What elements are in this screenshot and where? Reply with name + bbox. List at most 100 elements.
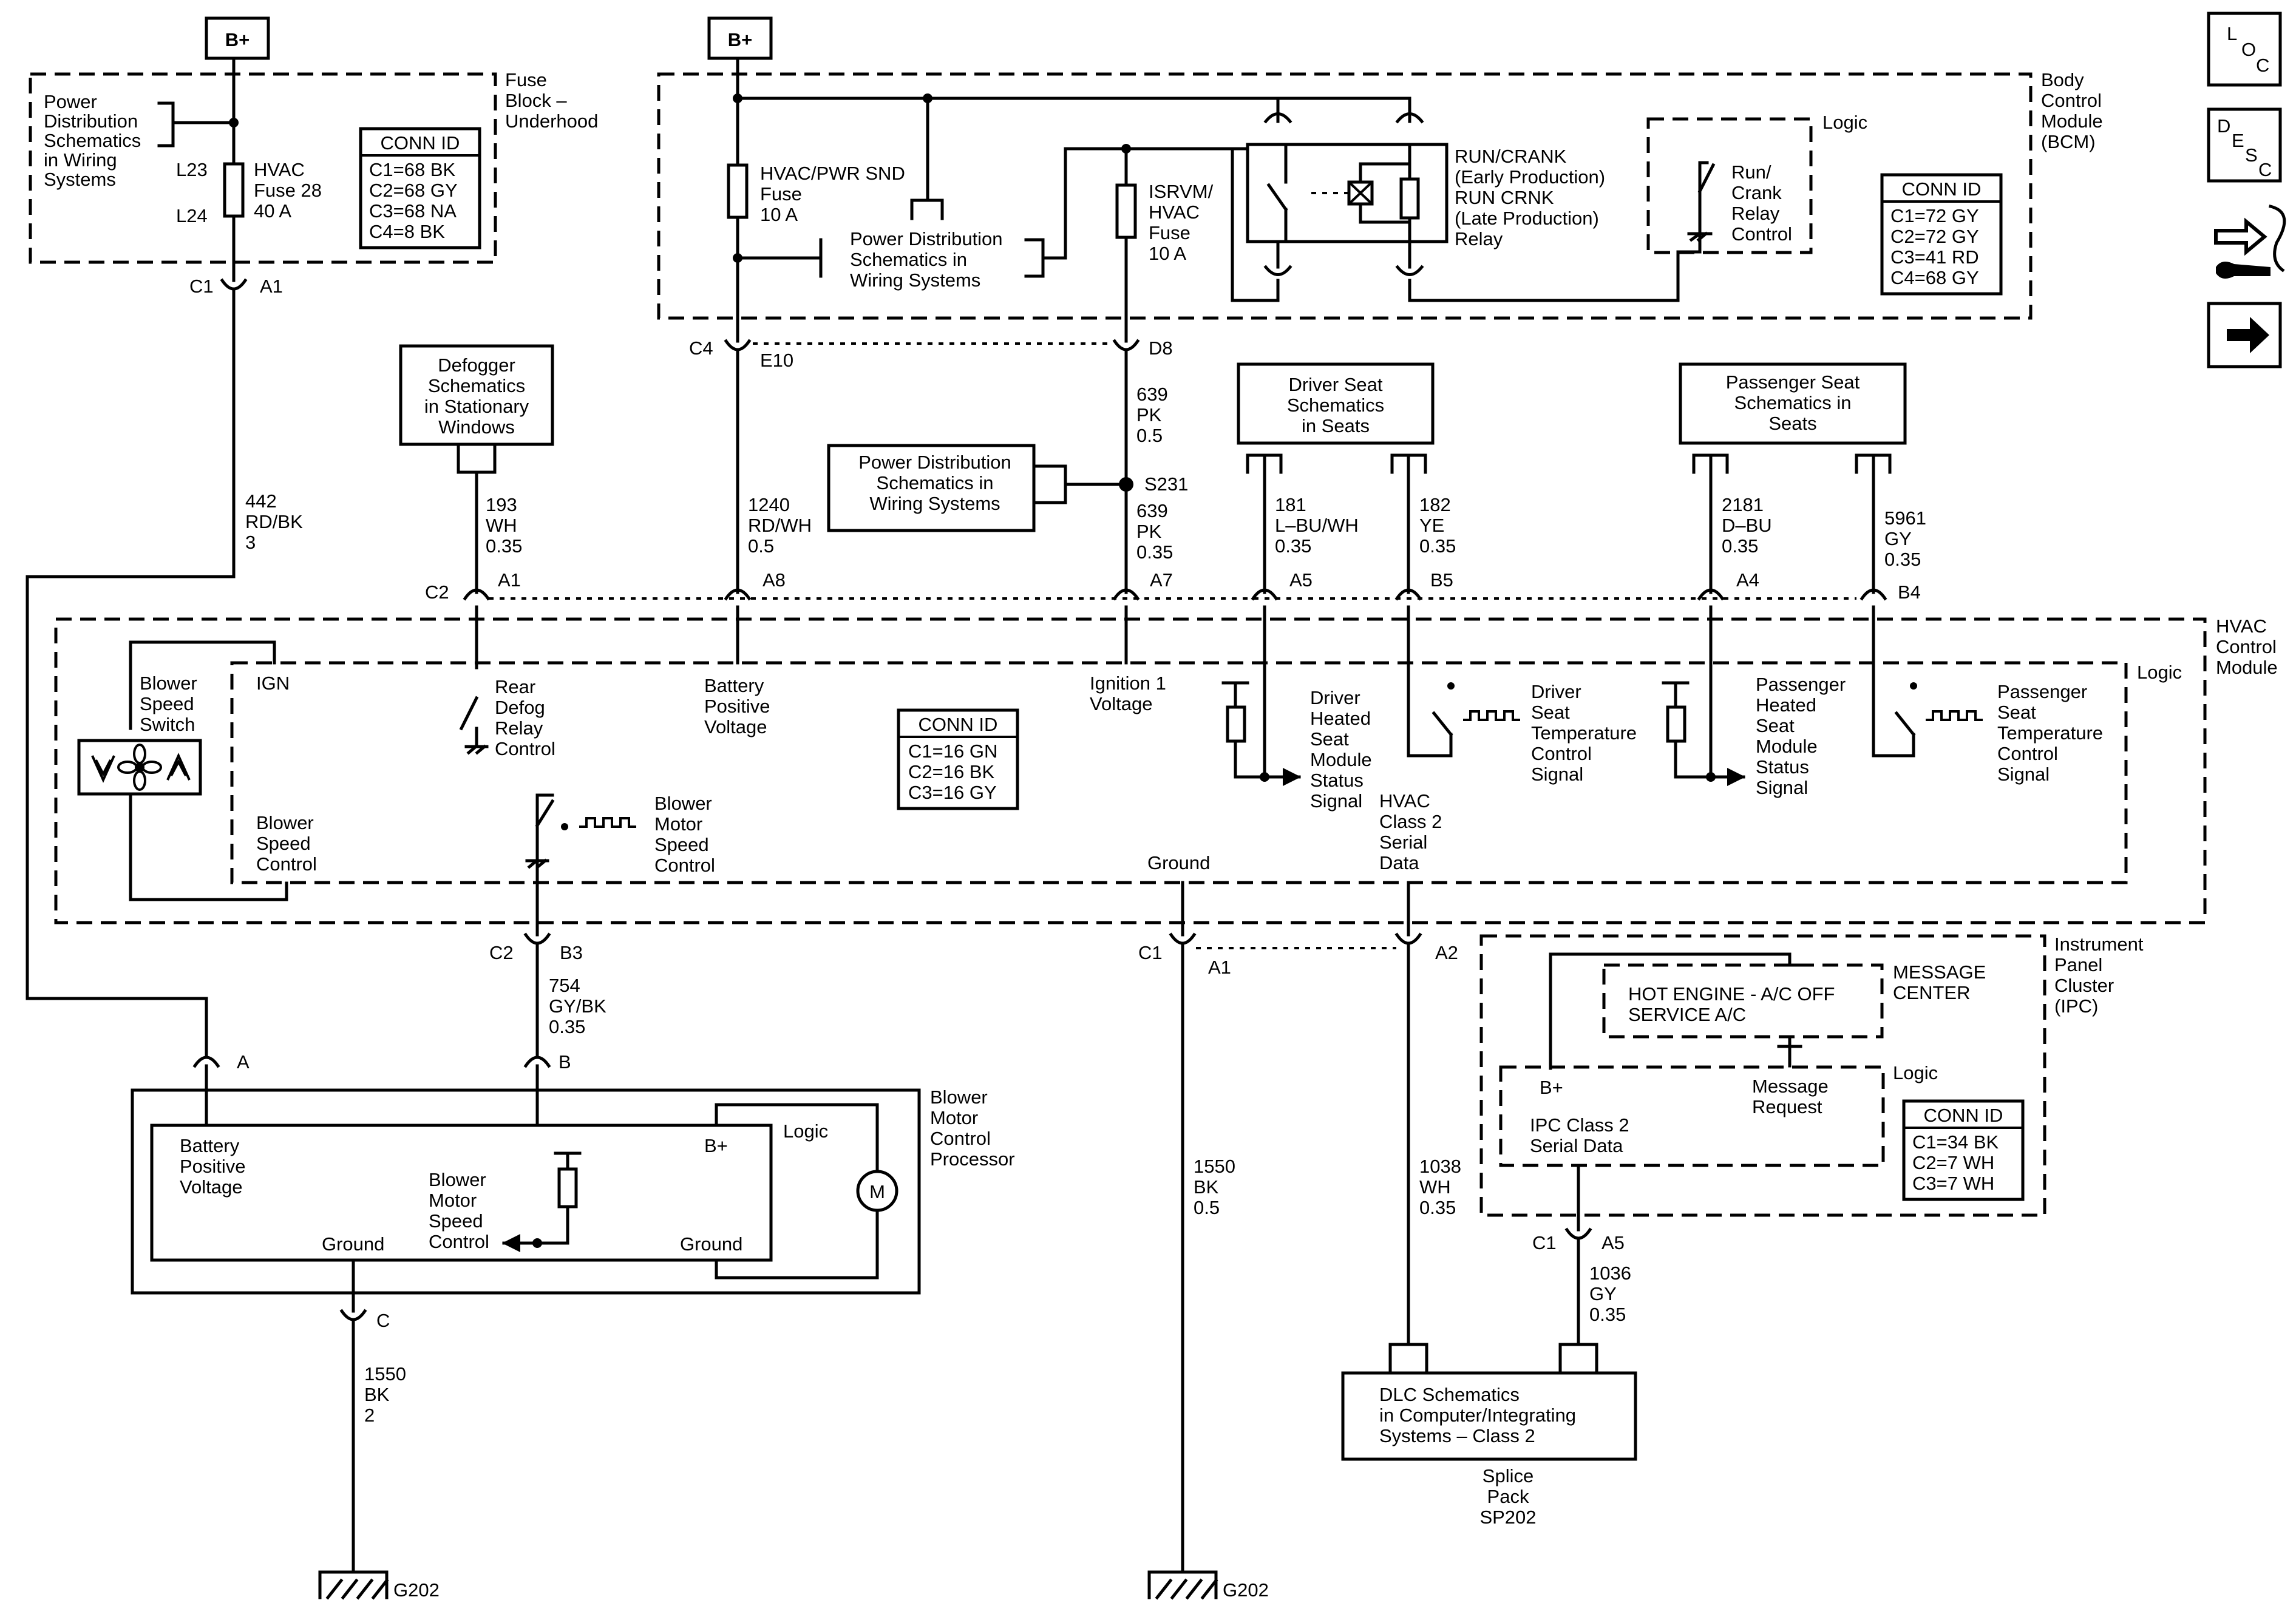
svg-text:Fuse: Fuse [760, 183, 802, 205]
battery-positive-voltage-label: Battery Positive Voltage [704, 675, 770, 737]
svg-text:Passenger: Passenger [1997, 681, 2087, 702]
svg-text:SP202: SP202 [1479, 1507, 1536, 1528]
hvac-pwr-snd-fuse [727, 163, 749, 219]
svg-text:5961: 5961 [1884, 507, 1926, 529]
next-arrow-button[interactable] [2207, 302, 2282, 368]
svg-text:HVAC: HVAC [1149, 202, 1200, 223]
svg-text:Signal: Signal [1531, 764, 1583, 785]
svg-text:in Wiring: in Wiring [44, 149, 117, 171]
svg-text:B+: B+ [225, 29, 250, 50]
svg-text:B5: B5 [1430, 569, 1453, 591]
svg-text:Heated: Heated [1310, 708, 1371, 729]
blower-motor-speed-control-label: Blower Motor Speed Control [654, 793, 715, 876]
hvac-connector-b4: B4 [1860, 581, 1921, 603]
svg-text:Blower: Blower [429, 1169, 486, 1190]
svg-text:Status: Status [1756, 756, 1809, 778]
svg-text:Control: Control [1997, 743, 2058, 764]
svg-text:Relay: Relay [1455, 228, 1503, 249]
svg-text:0.5: 0.5 [1136, 425, 1163, 446]
svg-text:Control: Control [2216, 636, 2277, 657]
dlc-schematics-ref: DLC Schematics in Computer/Integrating S… [1341, 1371, 1637, 1461]
svg-text:0.35: 0.35 [1275, 535, 1311, 557]
svg-text:C2=68 GY: C2=68 GY [369, 180, 458, 201]
svg-text:Control: Control [429, 1231, 489, 1252]
svg-text:Blower: Blower [654, 793, 712, 814]
svg-text:182: 182 [1419, 494, 1451, 515]
instrument-panel-cluster [1479, 934, 2046, 1217]
svg-text:Voltage: Voltage [1090, 693, 1152, 714]
svg-text:1036: 1036 [1589, 1263, 1631, 1284]
message-center-text: HOT ENGINE - A/C OFF SERVICE A/C [1628, 983, 1835, 1025]
wire-442: 442 RD/BK 3 [245, 490, 303, 553]
ipc-serial-data-label: IPC Class 2 Serial Data [1530, 1114, 1629, 1156]
svg-text:0.5: 0.5 [748, 535, 774, 557]
blower-connector-b: B [523, 1051, 571, 1073]
passenger-seat-schematics-ref: Passenger Seat Schematics in Seats [1679, 362, 1907, 445]
isrvm-hvac-fuse [1115, 183, 1137, 239]
svg-text:1550: 1550 [1194, 1156, 1235, 1177]
svg-text:Panel: Panel [2054, 954, 2102, 975]
svg-text:0.35: 0.35 [486, 535, 522, 557]
message-center-label: MESSAGE CENTER [1893, 961, 1986, 1003]
ipc-logic-label: Logic [1893, 1062, 1938, 1083]
svg-text:L–BU/WH: L–BU/WH [1275, 515, 1359, 536]
power-distribution-ref-s231: Power Distribution Schematics in Wiring … [827, 444, 1036, 532]
svg-text:0.5: 0.5 [1194, 1197, 1220, 1218]
svg-text:B+: B+ [728, 29, 753, 50]
svg-text:Motor: Motor [429, 1190, 477, 1211]
svg-text:Motor: Motor [654, 813, 702, 835]
ground-g202-right: G202 [1147, 1570, 1269, 1601]
bcm-conn-id: CONN ID C1=72 GY C2=72 GY C3=41 RD C4=68… [1880, 173, 2003, 296]
svg-text:Power Distribution: Power Distribution [858, 452, 1011, 473]
desc-nav-button[interactable]: D E S C [2207, 107, 2282, 183]
passenger-heated-seat-label: Passenger Heated Seat Module Status Sign… [1756, 674, 1846, 798]
svg-text:442: 442 [245, 490, 277, 512]
hvac-fuse-28-label: HVAC Fuse 28 40 A [254, 159, 322, 222]
svg-text:HOT ENGINE - A/C OFF: HOT ENGINE - A/C OFF [1628, 983, 1835, 1005]
loc-nav-button[interactable]: L O C [2207, 12, 2282, 87]
hvac-connector-a7: A7 [1112, 569, 1173, 601]
svg-text:Passenger Seat: Passenger Seat [1726, 371, 1860, 393]
svg-text:L: L [2227, 23, 2237, 44]
connector-c1-a1-fuse: C1 A1 [189, 276, 283, 297]
svg-text:Fuse 28: Fuse 28 [254, 180, 322, 201]
svg-text:Blower: Blower [256, 812, 314, 833]
body-control-module [657, 72, 2033, 320]
rear-defog-relay-control-label: Rear Defog Relay Control [495, 676, 555, 759]
svg-text:B: B [559, 1051, 571, 1073]
svg-text:C3=41 RD: C3=41 RD [1890, 246, 1979, 268]
fuse-block-conn-id: CONN ID C1=68 BK C2=68 GY C3=68 NA C4=8 … [359, 127, 481, 249]
svg-text:10 A: 10 A [1149, 243, 1186, 264]
svg-text:Speed: Speed [256, 833, 311, 854]
svg-text:A2: A2 [1435, 942, 1458, 963]
hvac-connector-c1-a1: C1 A1 [1138, 932, 1231, 978]
svg-text:Module: Module [1756, 736, 1818, 757]
run-crank-relay [1231, 97, 1702, 302]
svg-text:0.35: 0.35 [549, 1016, 585, 1037]
blower-speed-switch [77, 739, 202, 796]
svg-text:A7: A7 [1150, 569, 1173, 591]
isrvm-hvac-fuse-label: ISRVM/ HVAC Fuse 10 A [1149, 181, 1214, 264]
svg-text:Voltage: Voltage [704, 716, 767, 737]
svg-text:C2: C2 [425, 581, 449, 603]
svg-text:Relay: Relay [1731, 203, 1780, 224]
svg-text:Control: Control [1531, 743, 1592, 764]
blower-ground-label-2: Ground [680, 1233, 742, 1255]
svg-text:639: 639 [1136, 500, 1168, 521]
hvac-connector-a5: A5 [1251, 569, 1313, 601]
svg-text:3: 3 [245, 532, 256, 553]
svg-text:Defogger: Defogger [438, 354, 515, 376]
svg-text:G202: G202 [393, 1579, 440, 1601]
ignition-voltage-label: Ignition 1 Voltage [1090, 673, 1166, 714]
svg-text:BK: BK [364, 1384, 390, 1405]
svg-text:RUN/CRANK: RUN/CRANK [1455, 146, 1567, 167]
svg-text:40 A: 40 A [254, 200, 291, 222]
bcm-logic-label: Logic [1822, 112, 1867, 133]
hvac-conn-id: CONN ID C1=16 GN C2=16 BK C3=16 GY [897, 708, 1019, 810]
svg-text:2: 2 [364, 1405, 375, 1426]
wire-2181: 2181 D–BU 0.35 [1722, 494, 1772, 557]
svg-text:C4=8 BK: C4=8 BK [369, 221, 445, 242]
svg-text:Seat: Seat [1531, 702, 1570, 723]
svg-text:2181: 2181 [1722, 494, 1764, 515]
connector-tool-icon[interactable] [2214, 204, 2286, 279]
